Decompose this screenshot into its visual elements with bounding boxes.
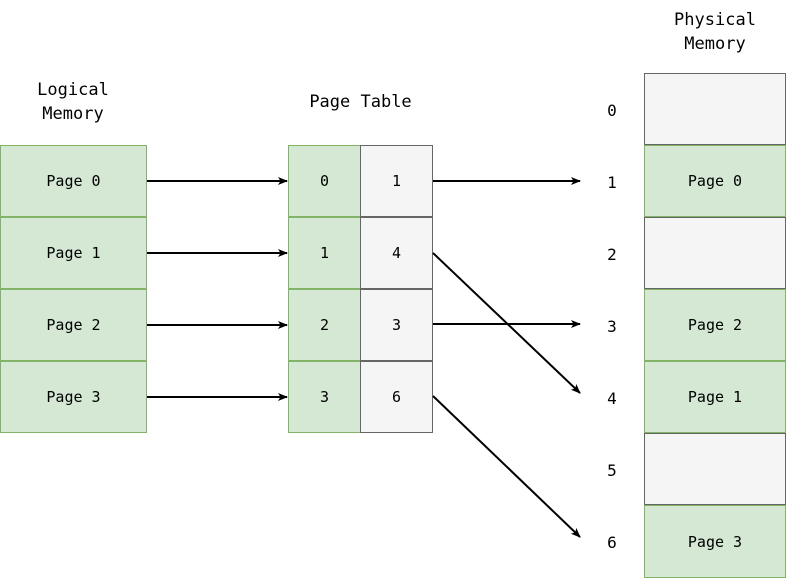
logical-memory-title: Logical Memory xyxy=(37,80,109,124)
physical-memory-title: Physical Memory xyxy=(674,10,756,54)
frame-index-2: 2 xyxy=(607,245,617,264)
page-table-page-1: 1 xyxy=(288,217,361,289)
logical-page-0: Page 0 xyxy=(0,145,147,217)
page-table-frame-2: 3 xyxy=(360,289,433,361)
physical-frame-0 xyxy=(644,73,786,145)
page-table-page-0: 0 xyxy=(288,145,361,217)
page-table-page-3: 3 xyxy=(288,361,361,433)
frame-index-3: 3 xyxy=(607,317,617,336)
page-table-title: Page Table xyxy=(309,92,412,112)
logical-page-1: Page 1 xyxy=(0,217,147,289)
page-table-page-2: 2 xyxy=(288,289,361,361)
physical-frame-2 xyxy=(644,217,786,289)
page-table-frame-1: 4 xyxy=(360,217,433,289)
frame-index-1: 1 xyxy=(607,173,617,192)
logical-page-3: Page 3 xyxy=(0,361,147,433)
frame-index-0: 0 xyxy=(607,101,617,120)
frame-index-4: 4 xyxy=(607,389,617,408)
frame-index-5: 5 xyxy=(607,461,617,480)
physical-frame-6: Page 3 xyxy=(644,505,786,578)
frame-index-6: 6 xyxy=(607,533,617,552)
physical-frame-3: Page 2 xyxy=(644,289,786,361)
physical-frame-4: Page 1 xyxy=(644,361,786,433)
arrow-table-1-to-frame-4 xyxy=(432,252,581,394)
page-table-frame-3: 6 xyxy=(360,361,433,433)
page-table-frame-0: 1 xyxy=(360,145,433,217)
arrow-table-3-to-frame-6 xyxy=(432,395,581,538)
physical-frame-1: Page 0 xyxy=(644,145,786,217)
physical-frame-5 xyxy=(644,433,786,505)
logical-page-2: Page 2 xyxy=(0,289,147,361)
